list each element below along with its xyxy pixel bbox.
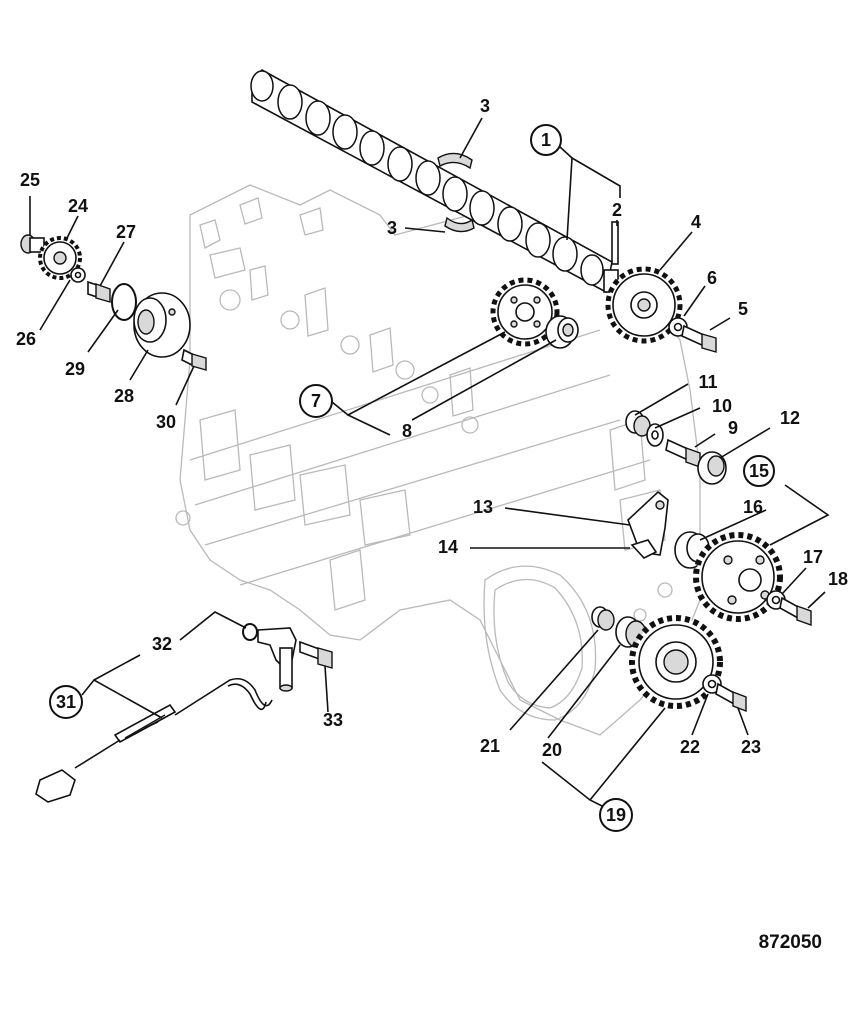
callout-5: 5 xyxy=(738,299,748,319)
callout-11: 11 xyxy=(698,372,717,392)
callout-25: 25 xyxy=(20,170,40,190)
idler-gear xyxy=(490,277,560,347)
hub xyxy=(625,410,651,437)
bolt xyxy=(715,682,747,713)
svg-text:1: 1 xyxy=(541,130,551,150)
figure-reference-number: 872050 xyxy=(759,932,822,953)
callout-26: 26 xyxy=(16,329,36,349)
bolt xyxy=(779,596,812,626)
callout-31: 31 xyxy=(49,685,83,719)
callout-29: 29 xyxy=(65,359,85,379)
engine-block-outline xyxy=(175,184,701,736)
callout-16: 16 xyxy=(743,497,763,517)
callout-13: 13 xyxy=(473,497,493,517)
svg-text:19: 19 xyxy=(606,805,626,825)
svg-text:15: 15 xyxy=(749,461,769,481)
callout-14: 14 xyxy=(438,537,458,557)
callout-15: 15 xyxy=(743,455,775,487)
callout-21: 21 xyxy=(480,736,500,756)
crankshaft-gear xyxy=(629,615,723,709)
callout-22: 22 xyxy=(680,737,700,757)
drive-gear xyxy=(38,236,82,280)
callout-24: 24 xyxy=(68,196,88,216)
bolt xyxy=(681,324,717,353)
callout-19: 19 xyxy=(599,798,633,832)
callout-10: 10 xyxy=(712,396,732,416)
idler-gear xyxy=(693,532,783,622)
bolt xyxy=(87,280,111,303)
callout-28: 28 xyxy=(114,386,134,406)
callout-4: 4 xyxy=(691,212,701,232)
callout-6: 6 xyxy=(707,268,717,288)
callout-9: 9 xyxy=(728,418,738,438)
hub xyxy=(615,616,647,648)
o-ring xyxy=(242,623,258,641)
o-ring xyxy=(111,283,137,321)
leader-lines xyxy=(29,117,830,811)
callout-23: 23 xyxy=(741,737,761,757)
bolt xyxy=(20,234,45,254)
callout-3: 3 xyxy=(480,96,490,116)
thrust-washer xyxy=(646,423,664,447)
bolt xyxy=(299,640,333,669)
washer xyxy=(70,267,86,283)
pump-housing xyxy=(133,292,191,358)
bush xyxy=(545,315,579,349)
dowel-pin xyxy=(611,221,619,265)
bearing-shell xyxy=(444,216,475,233)
callout-30: 30 xyxy=(156,412,176,432)
callout-20: 20 xyxy=(542,740,562,760)
bolt xyxy=(630,539,658,559)
bush xyxy=(697,451,727,485)
callout-18: 18 xyxy=(828,569,848,589)
callout-33: 33 xyxy=(323,710,343,730)
callout-12: 12 xyxy=(780,408,800,428)
bearing-shell xyxy=(437,152,473,170)
callout-3: 3 xyxy=(387,218,397,238)
callout-32: 32 xyxy=(152,634,172,654)
callout-17: 17 xyxy=(803,547,823,567)
sensor-harness xyxy=(35,677,273,803)
callout-8: 8 xyxy=(402,421,412,441)
callout-1: 1 xyxy=(530,124,562,156)
svg-text:7: 7 xyxy=(311,391,321,411)
callout-2: 2 xyxy=(612,200,622,220)
callout-7: 7 xyxy=(299,384,333,418)
speed-sensor xyxy=(257,627,297,692)
camshaft-gear xyxy=(605,266,683,344)
svg-text:31: 31 xyxy=(56,692,76,712)
camshaft xyxy=(250,69,619,294)
bush xyxy=(591,606,615,631)
callout-27: 27 xyxy=(116,222,136,242)
bolt xyxy=(665,438,701,468)
